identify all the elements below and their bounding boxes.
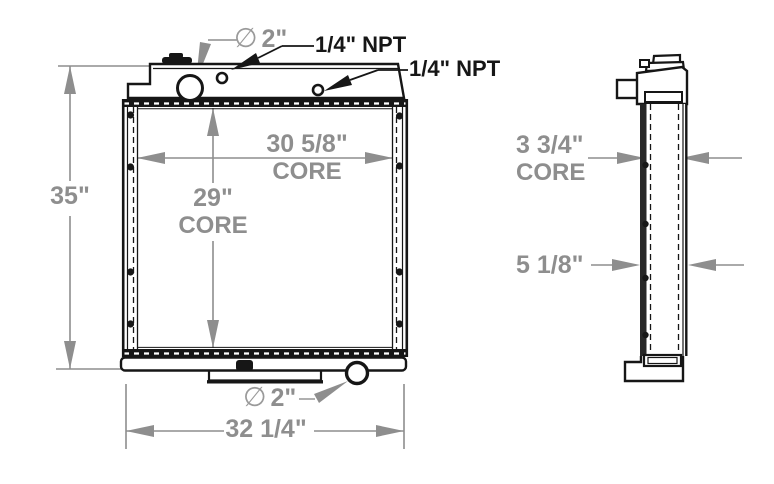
overall-height-dimension: 35" — [50, 182, 90, 210]
outlet-diameter-value: 2" — [270, 384, 297, 412]
core-height-dimension-value: 29" — [193, 184, 233, 212]
diameter-symbol: ∅ — [234, 23, 258, 53]
filler-diameter-callout: ∅2" — [234, 25, 287, 52]
diameter-symbol: ∅ — [243, 382, 267, 412]
npt-top-callout: 1/4" NPT — [315, 32, 407, 57]
front-view-drawing — [119, 53, 409, 386]
bolt-dots — [126, 111, 404, 328]
side-view-drawing — [615, 53, 689, 383]
core-width-dimension-label: CORE — [272, 158, 342, 185]
core-width-dimension-value: 30 5/8" — [266, 130, 348, 158]
core-height-dimension-label: CORE — [178, 212, 248, 239]
core-depth-dimension-label: CORE — [516, 159, 586, 186]
npt-right-callout: 1/4" NPT — [409, 56, 501, 81]
core-depth-dimension-value: 3 3/4" — [516, 131, 584, 159]
outlet-diameter-callout: ∅2" — [243, 384, 296, 411]
overall-width-dimension: 32 1/4" — [225, 415, 307, 443]
filler-diameter-value: 2" — [261, 25, 288, 53]
callout-leaders — [231, 45, 408, 91]
overall-depth-dimension: 5 1/8" — [516, 251, 584, 279]
